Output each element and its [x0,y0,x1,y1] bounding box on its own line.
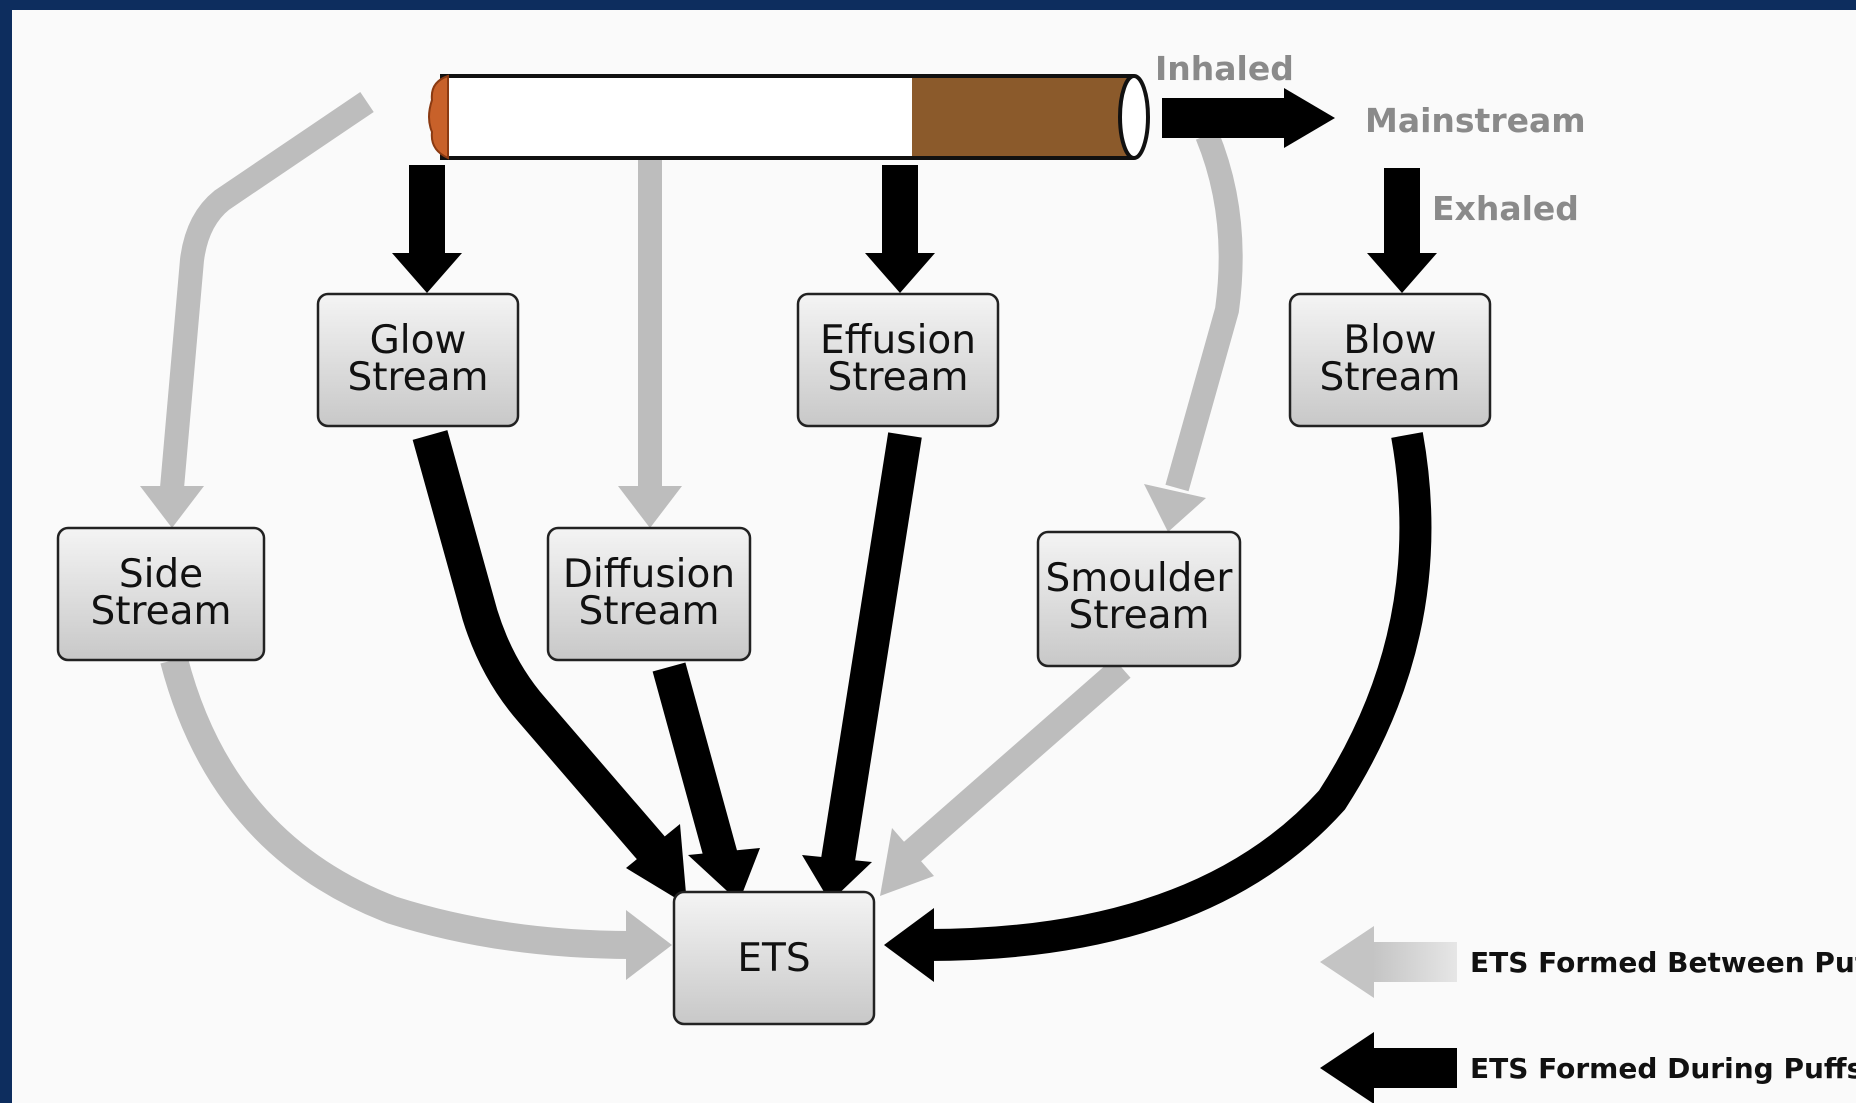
effusion-stream-label-1: Effusion [820,318,976,363]
ets-label: ETS [737,936,810,981]
arrow-head-effusion-stream [865,253,935,293]
arrow-cigarette-to-smoulder-stream [1165,130,1243,492]
arrow-head-effusion-to-ets [802,855,872,902]
arrow-head-blow-stream [1367,253,1437,293]
smoulder-stream-label-2: Stream [1068,593,1209,638]
arrow-head-side-to-ets [626,910,672,980]
arrow-head-glow-to-ets [626,824,687,905]
blow-stream-label-2: Stream [1319,355,1460,400]
legend-during-label: ETS Formed During Puffs [1470,1052,1856,1085]
arrow-head-side-stream [140,486,204,528]
arrow-head-smoulder-stream [1144,484,1206,532]
arrow-cigarette-to-side-stream [160,92,374,490]
legend: ETS Formed Between Puffs ETS Formed Duri… [1320,926,1856,1103]
arrow-head-diffusion-stream [618,486,682,528]
arrow-blow-stream-to-ets [926,432,1432,961]
light-arrows [140,92,1243,980]
effusion-stream-label-2: Stream [827,355,968,400]
side-stream-label-1: Side [119,552,203,597]
glow-stream-box: Glow Stream [316,292,520,428]
cigarette-burning-tip [428,74,449,160]
diffusion-stream-box: Diffusion Stream [546,526,752,662]
mainstream-label: Mainstream [1365,101,1586,140]
arrow-side-stream-to-ets [160,656,633,959]
cigarette-mouth-end [1118,74,1150,160]
arrow-diffusion-stream-to-ets [652,662,739,865]
arrow-effusion-stream-to-ets [821,432,922,863]
side-stream-label-2: Stream [90,589,231,634]
glow-stream-label-2: Stream [347,355,488,400]
arrow-head-smoulder-to-ets [880,828,934,896]
ets-formation-diagram: Inhaled Mainstream Exhaled Glow Stream E… [56,49,1856,1103]
arrow-head-mainstream [1284,88,1335,148]
inhaled-label: Inhaled [1155,49,1294,88]
legend-between-label: ETS Formed Between Puffs [1470,946,1856,979]
arrow-head-glow-stream [392,253,462,293]
arrow-glow-stream-to-ets [412,430,671,867]
smoulder-stream-label-1: Smoulder [1046,556,1234,601]
smoulder-stream-box: Smoulder Stream [1036,530,1242,668]
arrow-smoulder-stream-to-ets [903,658,1131,862]
effusion-stream-box: Effusion Stream [796,292,1000,428]
ets-box: ETS [672,890,876,1026]
cigarette [428,74,1150,160]
legend-item-during-puffs: ETS Formed During Puffs [1320,1032,1856,1103]
exhaled-label: Exhaled [1432,189,1579,228]
side-stream-box: Side Stream [56,526,266,662]
arrow-head-diffusion-to-ets [688,848,760,902]
legend-light-arrow-icon [1320,926,1374,998]
legend-dark-arrow-icon [1320,1032,1374,1103]
legend-item-between-puffs: ETS Formed Between Puffs [1320,926,1856,998]
diffusion-stream-label-2: Stream [578,589,719,634]
dark-arrows [392,88,1437,982]
arrow-head-blow-to-ets [884,908,934,982]
blow-stream-label-1: Blow [1343,318,1436,363]
glow-stream-label-1: Glow [370,318,467,363]
blow-stream-box: Blow Stream [1288,292,1492,428]
diagram-panel: Inhaled Mainstream Exhaled Glow Stream E… [12,10,1856,1103]
cigarette-filter [912,78,1132,156]
diffusion-stream-label-1: Diffusion [563,552,735,597]
